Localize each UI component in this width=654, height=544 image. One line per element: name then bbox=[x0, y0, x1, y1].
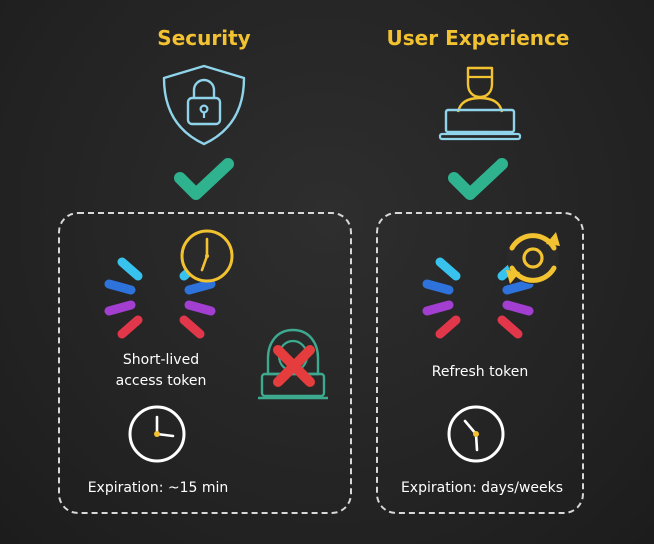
refresh-token-clock-icon bbox=[447, 405, 505, 463]
user-experience-title: User Experience bbox=[386, 26, 570, 50]
access-token-label-line1: Short-lived bbox=[122, 352, 200, 368]
refresh-token-expiration: Expiration: days/weeks bbox=[400, 480, 564, 496]
security-checkmark-icon bbox=[174, 158, 234, 200]
security-title: Security bbox=[157, 26, 251, 50]
access-token-label: Short-lived access token bbox=[96, 350, 226, 392]
refresh-token-panel bbox=[376, 212, 584, 514]
refresh-token-label: Refresh token bbox=[431, 364, 529, 380]
shield-lock-icon bbox=[162, 64, 246, 146]
access-token-expiration: Expiration: ~15 min bbox=[87, 480, 229, 496]
access-token-panel bbox=[58, 212, 352, 514]
blocked-red-x-icon bbox=[273, 345, 315, 387]
access-token-label-line2: access token bbox=[115, 373, 207, 389]
stopwatch-icon bbox=[180, 229, 234, 283]
user-laptop-icon bbox=[438, 66, 522, 141]
access-token-clock-icon bbox=[128, 405, 186, 463]
refresh-cycle-icon bbox=[506, 232, 560, 284]
ux-checkmark-icon bbox=[448, 158, 508, 200]
